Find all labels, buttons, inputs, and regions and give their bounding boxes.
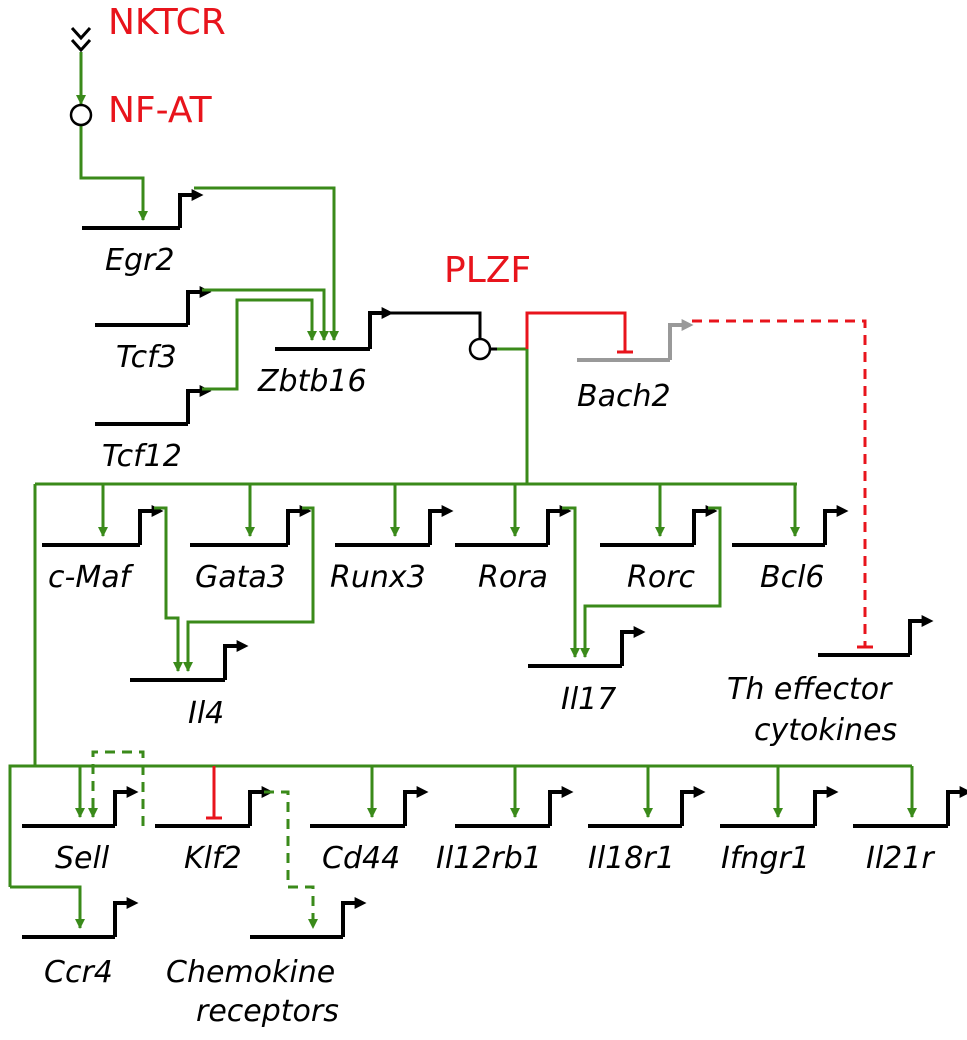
- gene-symbol-klf2: [155, 786, 274, 828]
- nfat-label: NF-AT: [108, 90, 213, 131]
- nfat-node: [69, 103, 93, 127]
- ifngr1-label: Ifngr1: [721, 841, 810, 876]
- gene-symbol-tcf12: [95, 385, 212, 426]
- il17-label: Il17: [561, 682, 616, 717]
- gene-symbol-cd44: [310, 786, 429, 828]
- gene-symbol-il17: [528, 626, 646, 668]
- dashed-activation-edges: [88, 750, 318, 929]
- edge-nfat-egr2: [79, 126, 148, 221]
- ccr4-label: Ccr4: [44, 955, 113, 990]
- zbtb16-label: Zbtb16: [257, 364, 367, 399]
- tcf3-label: Tcf3: [116, 340, 177, 375]
- klf2-label: Klf2: [184, 841, 242, 876]
- nktcr-input: [70, 26, 92, 53]
- gene-symbol-sell: [22, 786, 139, 828]
- plzf-trunk: [497, 347, 529, 484]
- cd44-label: Cd44: [322, 841, 400, 876]
- nktcr-label: NKTCR: [108, 2, 226, 43]
- plzf-bottom-bus: [8, 764, 912, 887]
- th-effector-label-line2: cytokines: [754, 713, 897, 748]
- bach2-label: Bach2: [577, 379, 671, 414]
- gene-symbol-rorc: [600, 505, 718, 547]
- rorc-label: Rorc: [627, 560, 696, 595]
- runx3-label: Runx3: [330, 560, 426, 595]
- gene-symbol-bcl6: [732, 505, 849, 547]
- gata3-label: Gata3: [195, 560, 286, 595]
- sell-label: Sell: [55, 841, 110, 876]
- edge-cmaf-il4: [154, 506, 183, 672]
- chemokine-receptors-label-line2: receptors: [196, 994, 339, 1029]
- edge-tcf12-zbtb16: [202, 298, 317, 391]
- plzf-label: PLZF: [444, 250, 531, 291]
- gene-symbol-ifngr1: [720, 786, 839, 828]
- edge-plzf-bach2: [525, 311, 627, 352]
- tcf12-label: Tcf12: [102, 439, 182, 474]
- edge-plzf-ccr4: [10, 885, 85, 929]
- gene-symbol-ccr4: [22, 897, 139, 939]
- gene-symbol-zbtb16: [275, 307, 394, 351]
- edge-rorc-il17: [580, 506, 722, 658]
- th-effector-label-line1: Th effector: [727, 672, 893, 707]
- edge-klf2-chemokine: [264, 790, 318, 929]
- gene-symbol-chemokine-receptors: [250, 897, 367, 939]
- gene-symbol-th-effector: [818, 615, 934, 657]
- rora-label: Rora: [478, 560, 548, 595]
- gene-symbol-il21r: [853, 786, 967, 828]
- il4-label: Il4: [188, 696, 224, 731]
- bcl6-label: Bcl6: [760, 560, 825, 595]
- edge-gata3-il4: [183, 506, 315, 672]
- edge-bach2-th-effector: [692, 319, 867, 647]
- gene-symbol-gata3: [190, 505, 312, 547]
- plzf-protein: [384, 311, 497, 361]
- plzf-node: [468, 337, 492, 361]
- gene-symbol-runx3: [335, 505, 454, 547]
- gene-symbols: [22, 189, 967, 939]
- il12rb1-label: Il12rb1: [436, 841, 542, 876]
- gene-symbol-rora: [455, 505, 572, 547]
- edge-tcf3-zbtb16: [202, 288, 329, 341]
- gene-symbol-il4: [130, 640, 249, 682]
- activation-edges: [8, 52, 917, 929]
- dashed-repression-edges: [692, 319, 873, 649]
- repression-edges: [206, 311, 633, 820]
- gene-symbol-tcf3: [95, 286, 212, 327]
- edge-rora-il17: [562, 506, 580, 658]
- edge-klf2-sell: [88, 750, 145, 826]
- gene-symbol-il18r1: [588, 786, 706, 828]
- cmaf-label: c-Maf: [48, 560, 135, 595]
- gene-symbol-cmaf: [42, 505, 164, 547]
- gene-symbol-egr2: [82, 189, 204, 230]
- il21r-label: Il21r: [866, 841, 935, 876]
- chemokine-receptors-label-line1: Chemokine: [166, 955, 335, 990]
- il18r1-label: Il18r1: [588, 841, 675, 876]
- gene-symbol-il12rb1: [455, 786, 574, 828]
- egr2-label: Egr2: [105, 243, 174, 278]
- gene-symbol-bach2: [577, 319, 694, 362]
- edge-egr2-zbtb16: [194, 186, 339, 341]
